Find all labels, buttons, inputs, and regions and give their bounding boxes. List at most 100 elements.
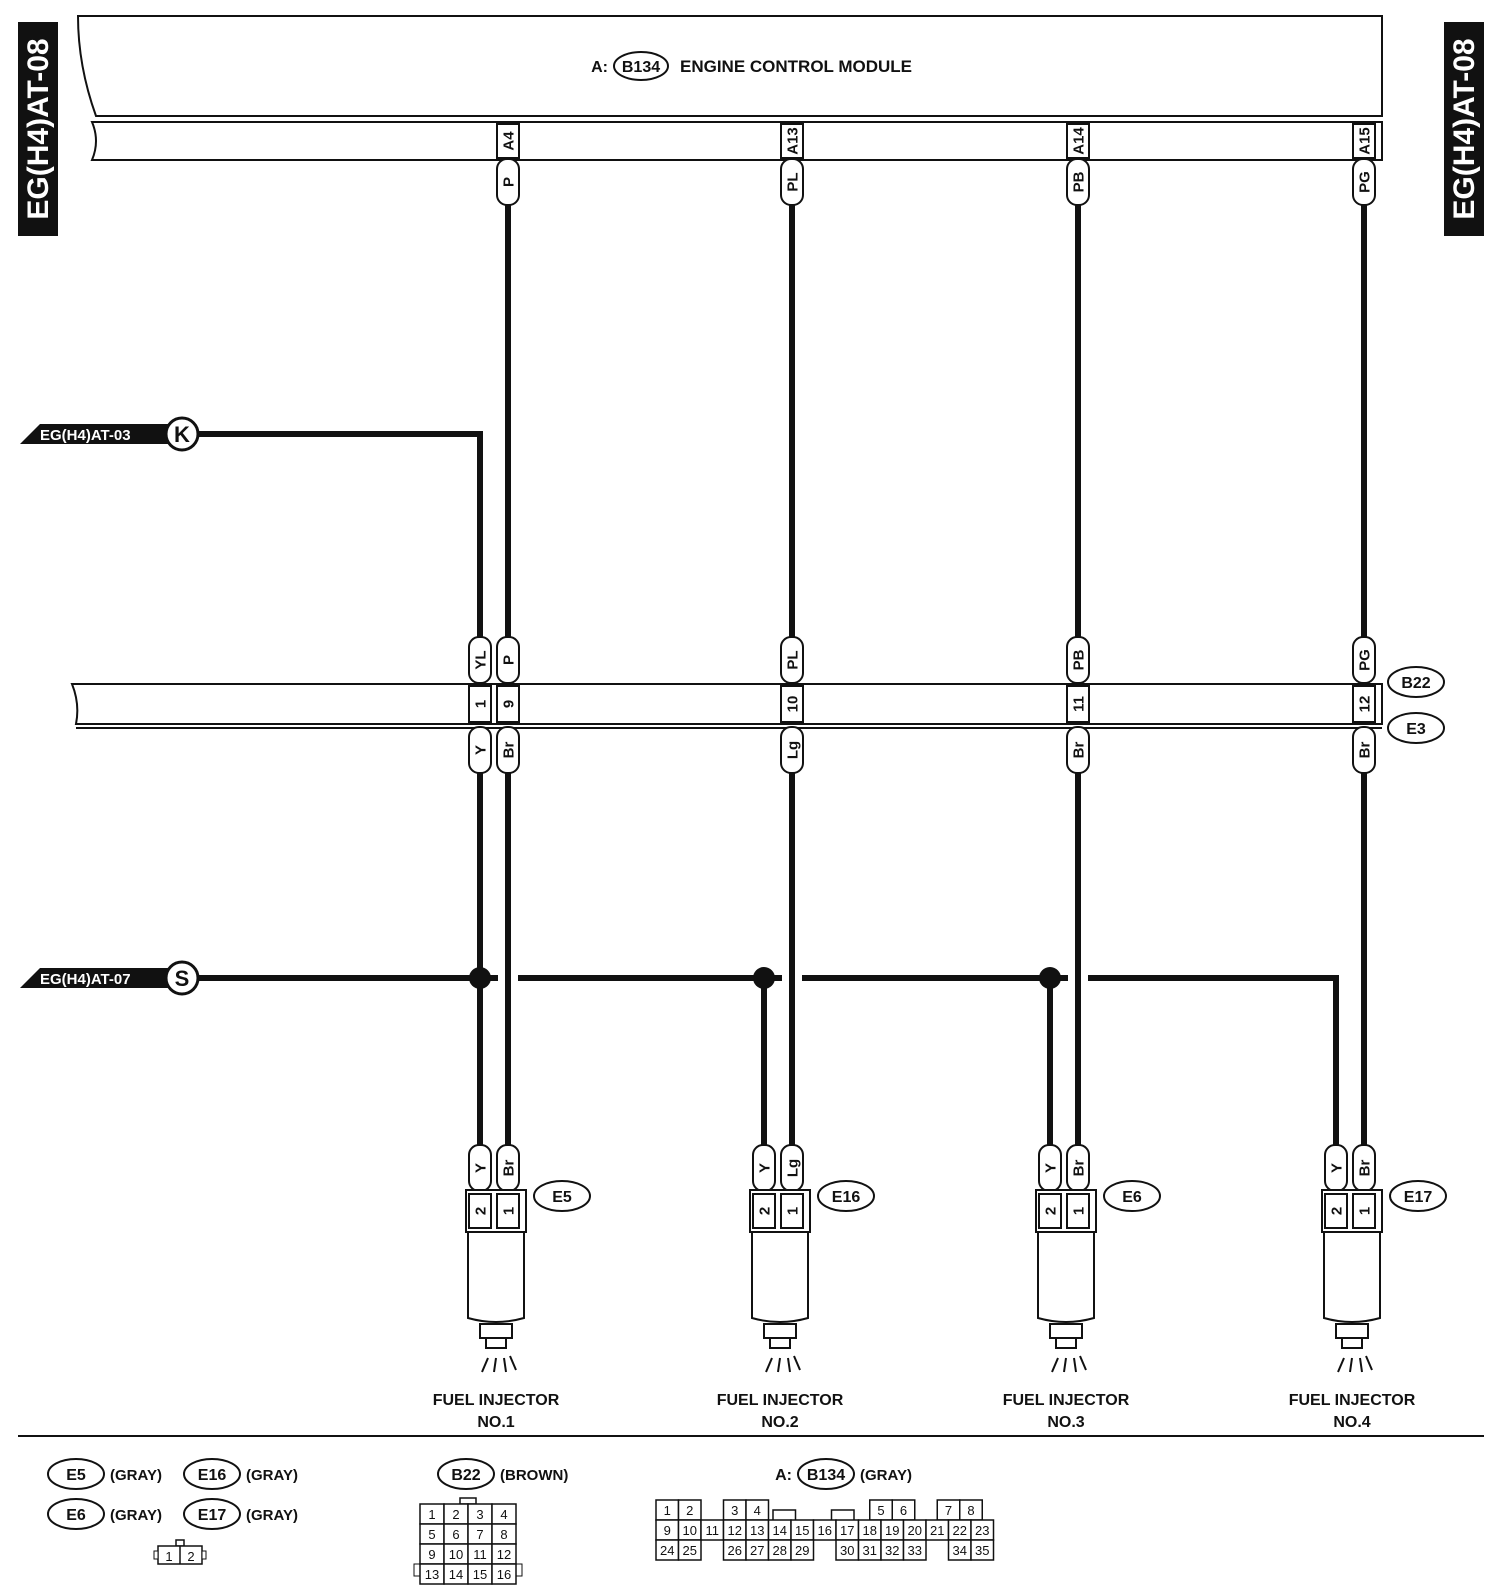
page-ref-right[interactable]: EG(H4)AT-08 xyxy=(1444,22,1484,236)
junction-bottom-color-1: Br xyxy=(496,726,520,774)
b22-pin-3-label: 3 xyxy=(476,1507,483,1522)
injector-4-connector-oval xyxy=(1389,1180,1447,1212)
b22-pin-12: 12 xyxy=(491,1543,517,1565)
b134-pin-8: 8 xyxy=(959,1499,983,1521)
b134-pin-33: 33 xyxy=(902,1539,927,1561)
b134-pin-29-label: 29 xyxy=(795,1543,809,1558)
b134-pin-7-label: 7 xyxy=(945,1503,952,1518)
injector-3-label-1: FUEL INJECTOR xyxy=(1003,1392,1130,1409)
junction-top-color-2: PL xyxy=(780,636,804,684)
b134-pin-9: 9 xyxy=(655,1519,680,1541)
junction-top-color-4: PG xyxy=(1352,636,1376,684)
b134-pin-14-label: 14 xyxy=(773,1523,787,1538)
junction-bottom-color-0-label: Y xyxy=(472,745,489,755)
b134-pin-1-label: 1 xyxy=(664,1503,671,1518)
b22-pin-5: 5 xyxy=(419,1523,445,1545)
b134-pin-15-label: 15 xyxy=(795,1523,809,1538)
injector-2-pin1-label: 1 xyxy=(784,1207,801,1215)
injector-1-connector-id: E5 xyxy=(552,1189,572,1206)
b134-pin-22: 22 xyxy=(947,1519,972,1541)
legend-e16-color: (GRAY) xyxy=(246,1467,298,1484)
b22-pin-10-label: 10 xyxy=(449,1547,463,1562)
offpage-s[interactable]: EG(H4)AT-07 S xyxy=(20,960,200,996)
b22-pin-16-label: 16 xyxy=(497,1567,511,1582)
b22-pin-11: 11 xyxy=(467,1543,493,1565)
injector-1-wire1-label: Br xyxy=(500,1160,517,1177)
ecm-title: ENGINE CONTROL MODULE xyxy=(680,57,912,76)
junction-upper-id: B22 xyxy=(1401,675,1430,692)
b134-pin-3: 3 xyxy=(722,1499,747,1521)
offpage-k[interactable]: EG(H4)AT-03 K xyxy=(20,416,200,452)
splice-1 xyxy=(469,967,491,989)
legend-b134-color: (GRAY) xyxy=(860,1467,912,1484)
page-ref-left-label: EG(H4)AT-08 xyxy=(22,38,55,219)
b134-pin-17: 17 xyxy=(835,1519,860,1541)
ecm-wire-color-p: P xyxy=(496,158,520,206)
b134-pin-15: 15 xyxy=(790,1519,815,1541)
ecm-pin-a13-label: A13 xyxy=(784,127,801,155)
b22-pin-4: 4 xyxy=(491,1503,517,1525)
b134-pin-35-label: 35 xyxy=(975,1543,989,1558)
b134-pin-6-label: 6 xyxy=(900,1503,907,1518)
b134-pin-14: 14 xyxy=(767,1519,792,1541)
junction-bottom-color-4: Br xyxy=(1352,726,1376,774)
wires xyxy=(198,204,1367,1148)
junction-top-color-1-label: P xyxy=(500,655,517,665)
b134-pin-10: 10 xyxy=(677,1519,702,1541)
junction-top-color-0-label: YL xyxy=(472,650,489,669)
page-ref-left[interactable]: EG(H4)AT-08 xyxy=(18,22,58,236)
junction-bottom-color-2: Lg xyxy=(780,726,804,774)
injector-2-wire1-label: Lg xyxy=(784,1159,801,1177)
b134-pin-34-label: 34 xyxy=(953,1543,967,1558)
b134-pin-32: 32 xyxy=(880,1539,905,1561)
b22-pin-12-label: 12 xyxy=(497,1547,511,1562)
b134-pin-34: 34 xyxy=(947,1539,972,1561)
injector-4-pin1: 1 xyxy=(1352,1193,1376,1229)
injector-3-wire2-label: Y xyxy=(1042,1163,1059,1173)
b22-pin-15-label: 15 xyxy=(473,1567,487,1582)
legend-b134-id: B134 xyxy=(807,1467,845,1484)
b134-pin-31: 31 xyxy=(857,1539,882,1561)
injector-3-wire1: Br xyxy=(1066,1144,1090,1192)
injector-4-wire2: Y xyxy=(1324,1144,1348,1192)
b134-pin-27-label: 27 xyxy=(750,1543,764,1558)
legend-small-connectors: E5 (GRAY) E16 (GRAY) E6 (GRAY) E17 (GRAY… xyxy=(47,1458,298,1565)
junction-lower-id: E3 xyxy=(1406,721,1426,738)
ecm-pin-a14-label: A14 xyxy=(1070,127,1087,155)
b22-pin-1-label: 1 xyxy=(428,1507,435,1522)
ecm-pin-a14: A14 xyxy=(1066,123,1090,159)
legend-e5-color: (GRAY) xyxy=(110,1467,162,1484)
offpage-k-letter: K xyxy=(174,422,190,447)
junction-pin-1-label: 1 xyxy=(472,700,489,708)
injector-4-label-1: FUEL INJECTOR xyxy=(1289,1392,1416,1409)
junction-bottom-color-1-label: Br xyxy=(500,742,517,759)
junction-pin-9: 9 xyxy=(496,685,520,723)
b134-pin-11: 11 xyxy=(700,1519,725,1541)
junction-top-color-3-label: PB xyxy=(1070,649,1087,670)
b134-pin-12: 12 xyxy=(722,1519,747,1541)
page-ref-right-label: EG(H4)AT-08 xyxy=(1448,38,1481,219)
b134-pin-4: 4 xyxy=(745,1499,770,1521)
injector-1-connector-oval xyxy=(533,1180,591,1212)
injector-3-wire1-label: Br xyxy=(1070,1160,1087,1177)
ecm-wire-color-pg: PG xyxy=(1352,158,1376,206)
b134-pin-19: 19 xyxy=(880,1519,905,1541)
ecm-pin-a4: A4 xyxy=(496,123,520,159)
b134-pin-10-label: 10 xyxy=(683,1523,697,1538)
splice-2 xyxy=(753,967,775,989)
injector-3-wire2: Y xyxy=(1038,1144,1062,1192)
junction-top-color-3: PB xyxy=(1066,636,1090,684)
ecm-pin-a15: A15 xyxy=(1352,123,1376,159)
b134-pin-16: 16 xyxy=(812,1519,837,1541)
b134-pin-21-label: 21 xyxy=(930,1523,944,1538)
offpage-k-ref: EG(H4)AT-03 xyxy=(40,427,131,444)
b22-pin-13: 13 xyxy=(419,1563,445,1585)
